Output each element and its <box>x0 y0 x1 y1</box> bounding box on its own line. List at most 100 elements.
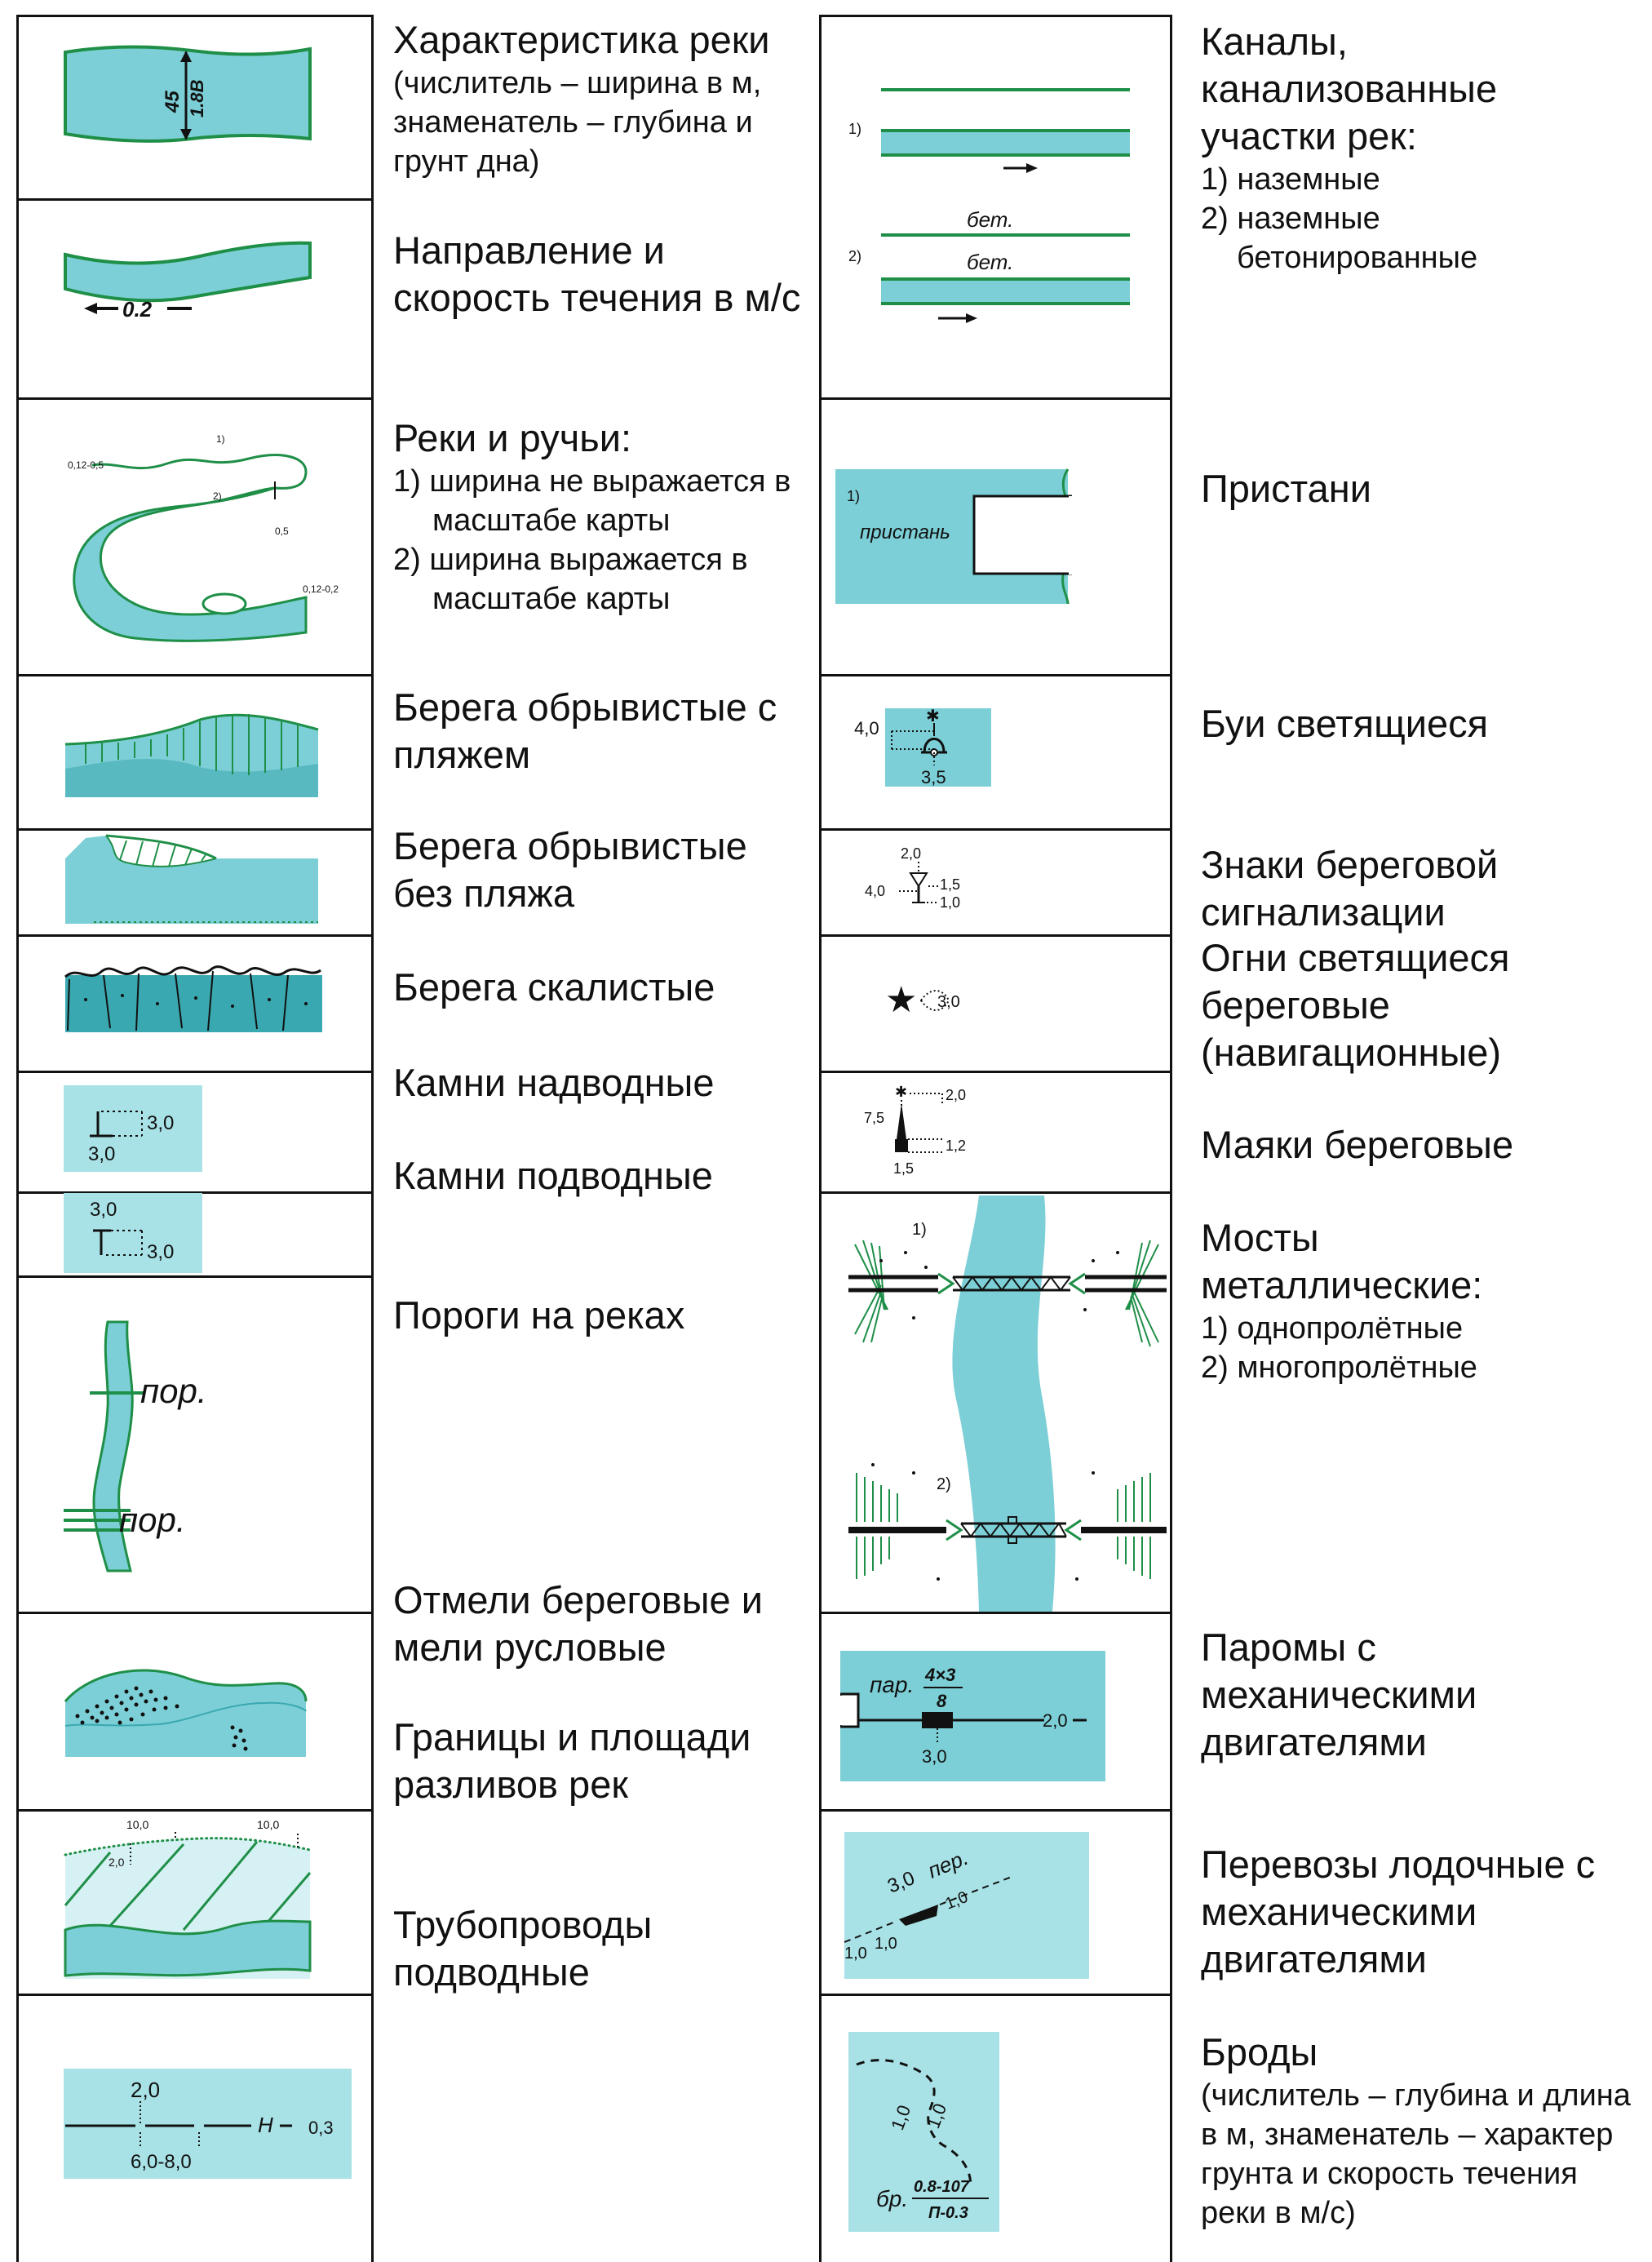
stones-above-title: Камни надводные <box>393 1061 715 1104</box>
entry-title: Характеристика реки <box>393 18 770 61</box>
buoys-symbol: 4,0 ✱ 3,5 <box>854 707 991 787</box>
pier-label: пристань <box>860 521 950 543</box>
divider <box>819 1612 1172 1614</box>
entry-item: 1) однопролётные <box>1201 1311 1464 1346</box>
divider <box>16 1612 374 1614</box>
rocky-title: Берега скалистые <box>393 965 715 1009</box>
divider <box>819 397 1172 400</box>
label: бет. <box>967 250 1013 274</box>
entry-title: Реки и ручьи: <box>393 416 632 459</box>
stones-above-symbol-marks: 3,0 3,0 <box>88 1111 174 1165</box>
lighthouses-symbol: ✱ 2,0 7,5 1,2 1,5 <box>864 1084 966 1177</box>
divider <box>819 1071 1172 1073</box>
label: 0,12-0,2 <box>303 583 339 595</box>
river-characteristic-symbol: 45 1.8В <box>64 45 312 143</box>
divider <box>819 15 1172 17</box>
entry-item: 1) наземные <box>1201 162 1380 197</box>
label: бет. <box>967 207 1013 232</box>
entry-item: 2) ширина выражается в масштабе карты <box>393 543 748 616</box>
divider <box>16 397 374 400</box>
steep-beach-symbol <box>64 713 319 797</box>
stones-under-symbol <box>64 1193 202 1273</box>
river-char-entry: Характеристика реки (числитель – ширина … <box>393 16 809 181</box>
divider <box>819 15 822 2262</box>
label: 0,5 <box>275 526 289 537</box>
stones-under-title: Камни подводные <box>393 1154 713 1197</box>
divider <box>819 1191 1172 1194</box>
lighthouses-title: Маяки береговые <box>1201 1123 1514 1166</box>
label: 10,0 <box>257 1818 279 1831</box>
width-label: 45 <box>162 91 184 113</box>
canals-symbol: 1) бет. бет. 2) <box>848 88 1130 323</box>
divider <box>819 1809 1172 1812</box>
label: 2,0 <box>901 845 921 862</box>
steep-no-beach-title: Берега обрывистые без пляжа <box>393 824 747 915</box>
divider <box>16 1071 374 1073</box>
divider <box>16 1191 374 1194</box>
star-icon: ★ <box>885 980 917 1020</box>
divider <box>16 934 374 937</box>
signals-symbol: 2,0 4,0 1,5 1,0 <box>865 845 960 911</box>
ferries-symbol: пар. 4×3 8 2,0 3,0 <box>840 1651 1105 1781</box>
label: 6,0-8,0 <box>131 2151 192 2173</box>
pier-symbol: 1) пристань <box>835 468 1072 604</box>
label: 1,5 <box>893 1160 914 1177</box>
label: 3,0 <box>922 1746 947 1767</box>
shoals-symbol <box>64 1669 308 1757</box>
bridges-entry: Мосты металлические: 1) однопролётные 2)… <box>1201 1214 1625 1387</box>
stones-under-symbol-marks: 3,0 3,0 <box>90 1199 174 1263</box>
bridges-symbol: 1) 2) <box>848 1195 1167 1612</box>
label: 1,0 <box>844 1945 867 1963</box>
label: 1,0 <box>875 1935 897 1953</box>
steep-no-beach-symbol <box>65 834 318 924</box>
label: 2) <box>848 248 861 264</box>
entry-title: Каналы, канализованные участки рек: <box>1201 20 1498 157</box>
rapids-title: Пороги на реках <box>393 1293 685 1337</box>
size-label: 3,0 <box>90 1199 117 1221</box>
label: 2,0 <box>109 1856 125 1869</box>
divider <box>16 674 374 676</box>
divider <box>16 1994 374 1996</box>
ferry-label: пар. <box>870 1672 914 1697</box>
label: 1) <box>912 1221 927 1239</box>
rapids-symbol: пор. пор. <box>64 1320 207 1572</box>
fords-entry: Броды (числитель – глубина и длина в м, … <box>1201 2029 1641 2233</box>
size-label: 3,0 <box>88 1143 115 1165</box>
speed-label: 0.2 <box>122 297 153 322</box>
light-icon: ✱ <box>895 1084 907 1100</box>
divider <box>16 198 374 201</box>
divider <box>16 1275 374 1278</box>
rivers-symbol: 0,12-0,5 1) 2) 0,5 0,12-0,2 <box>68 433 339 642</box>
entry-description: (числитель – глубина и длина в м, знамен… <box>1201 2078 1631 2230</box>
pipes-symbol-bg <box>64 2069 352 2179</box>
ferries-title: Паромы с механическими двигателями <box>1201 1626 1477 1763</box>
label: 10,0 <box>126 1818 148 1831</box>
pipes-title: Трубопроводы подводные <box>393 1903 653 1994</box>
ford-label: бр. <box>876 2186 908 2211</box>
label: 3,5 <box>921 767 946 787</box>
label: 2,0 <box>131 2078 160 2102</box>
rapids-label: пор. <box>140 1372 207 1410</box>
rivers-entry: Реки и ручьи: 1) ширина не выражается в … <box>393 415 809 619</box>
entry-title: Мосты металлические: <box>1201 1216 1483 1306</box>
label: 1) <box>847 488 860 504</box>
divider <box>16 828 374 831</box>
label: 1) <box>216 433 225 445</box>
divider <box>16 15 374 17</box>
divider <box>371 15 374 2262</box>
light-icon: ✱ <box>926 707 940 725</box>
label: 2) <box>213 490 222 502</box>
label: 3,0 <box>937 993 960 1011</box>
pipes-symbol: 2,0 6,0-8,0 Н 0,3 <box>65 2078 334 2173</box>
boats-title: Перевозы лодочные с механическими двигат… <box>1201 1843 1596 1980</box>
label: 1,2 <box>946 1138 966 1154</box>
flow-entry-title: Направление и скорость течения в м/с <box>393 228 801 319</box>
divider <box>819 1994 1172 1996</box>
ford-fraction-num: 0.8-107 <box>914 2178 970 2196</box>
size-label: 3,0 <box>147 1112 174 1134</box>
label: 2,0 <box>946 1087 966 1103</box>
label: 2) <box>937 1475 951 1493</box>
entry-item: 2) многопролётные <box>1201 1351 1477 1385</box>
label: 0,3 <box>308 2118 334 2138</box>
lights-title: Огни светящиеся береговые (навигационные… <box>1201 936 1510 1074</box>
